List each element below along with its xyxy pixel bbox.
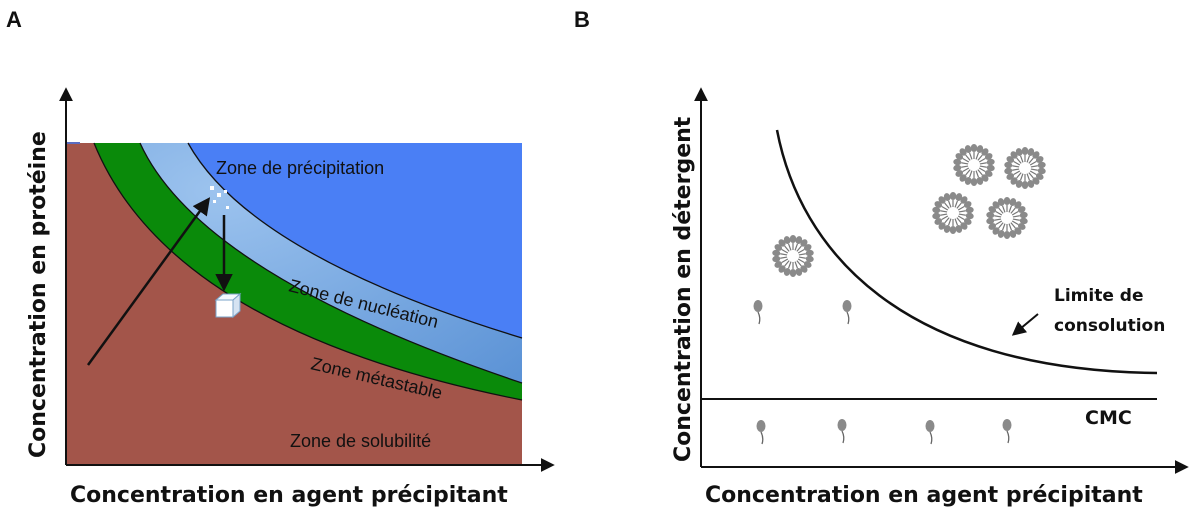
micelle-icon — [932, 192, 974, 234]
precipitation-zone — [188, 143, 522, 338]
consolution-pointer-arrow — [1011, 313, 1039, 336]
nuclei-icon — [210, 186, 229, 209]
cmc-label: CMC — [1085, 407, 1132, 429]
panel-b-label: B — [574, 7, 590, 32]
panel-a-x-title: Concentration en agent précipitant — [70, 483, 508, 508]
zone-solubility-label: Zone de solubilité — [290, 431, 431, 451]
panel-a-label: A — [6, 7, 22, 32]
panel-b-x-title: Concentration en agent précipitant — [705, 483, 1143, 508]
monomer-icon — [1001, 418, 1013, 444]
consolution-curve — [775, 129, 1158, 375]
panel-a: A Zone de précipitation Zone de nucléati… — [6, 7, 555, 508]
panel-a-y-title: Concentration en protéine — [26, 131, 51, 458]
monomer-icon — [841, 299, 853, 325]
monomer-icon — [836, 418, 848, 444]
micelle-icon — [772, 235, 814, 277]
supersaturation-arrow — [86, 197, 211, 366]
monomer-icon — [755, 419, 767, 445]
monomer-icon — [752, 299, 764, 325]
micelle-icon — [1004, 147, 1046, 189]
micelle-icon — [986, 197, 1028, 239]
micelle-icon — [953, 144, 995, 186]
panel-b-y-title: Concentration en détergent — [671, 116, 696, 462]
crystal-cube-icon — [214, 292, 242, 319]
consolution-label-line1: Limite de — [1054, 286, 1143, 306]
monomer-icon — [924, 419, 936, 445]
panel-b: B Limite de consolution CMC Concentratio… — [574, 7, 1189, 508]
zone-precipitation-label: Zone de précipitation — [216, 158, 384, 178]
consolution-label-line2: consolution — [1054, 316, 1165, 336]
